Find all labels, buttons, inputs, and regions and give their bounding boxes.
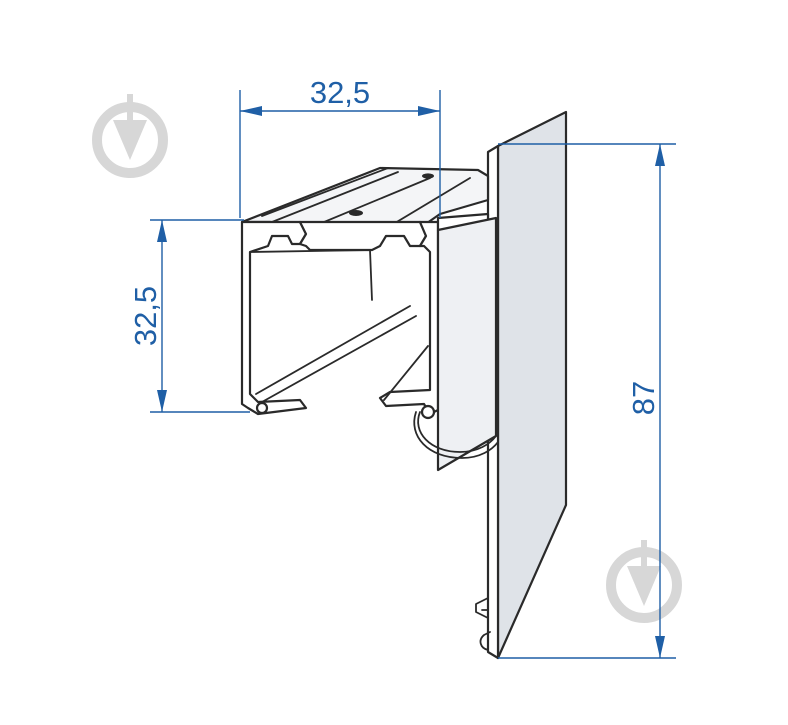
dimension-right-height: 87 <box>498 143 676 659</box>
top-width-label: 32,5 <box>310 75 370 110</box>
watermark-logo-bottom <box>606 540 682 623</box>
right-height-label: 87 <box>626 381 661 415</box>
track-profile-section <box>240 212 499 472</box>
left-height-label: 32,5 <box>128 286 163 346</box>
dimension-left-height: 32,5 <box>128 219 250 413</box>
dimension-top-width: 32,5 <box>239 75 441 218</box>
watermark-logo-top <box>92 94 168 178</box>
